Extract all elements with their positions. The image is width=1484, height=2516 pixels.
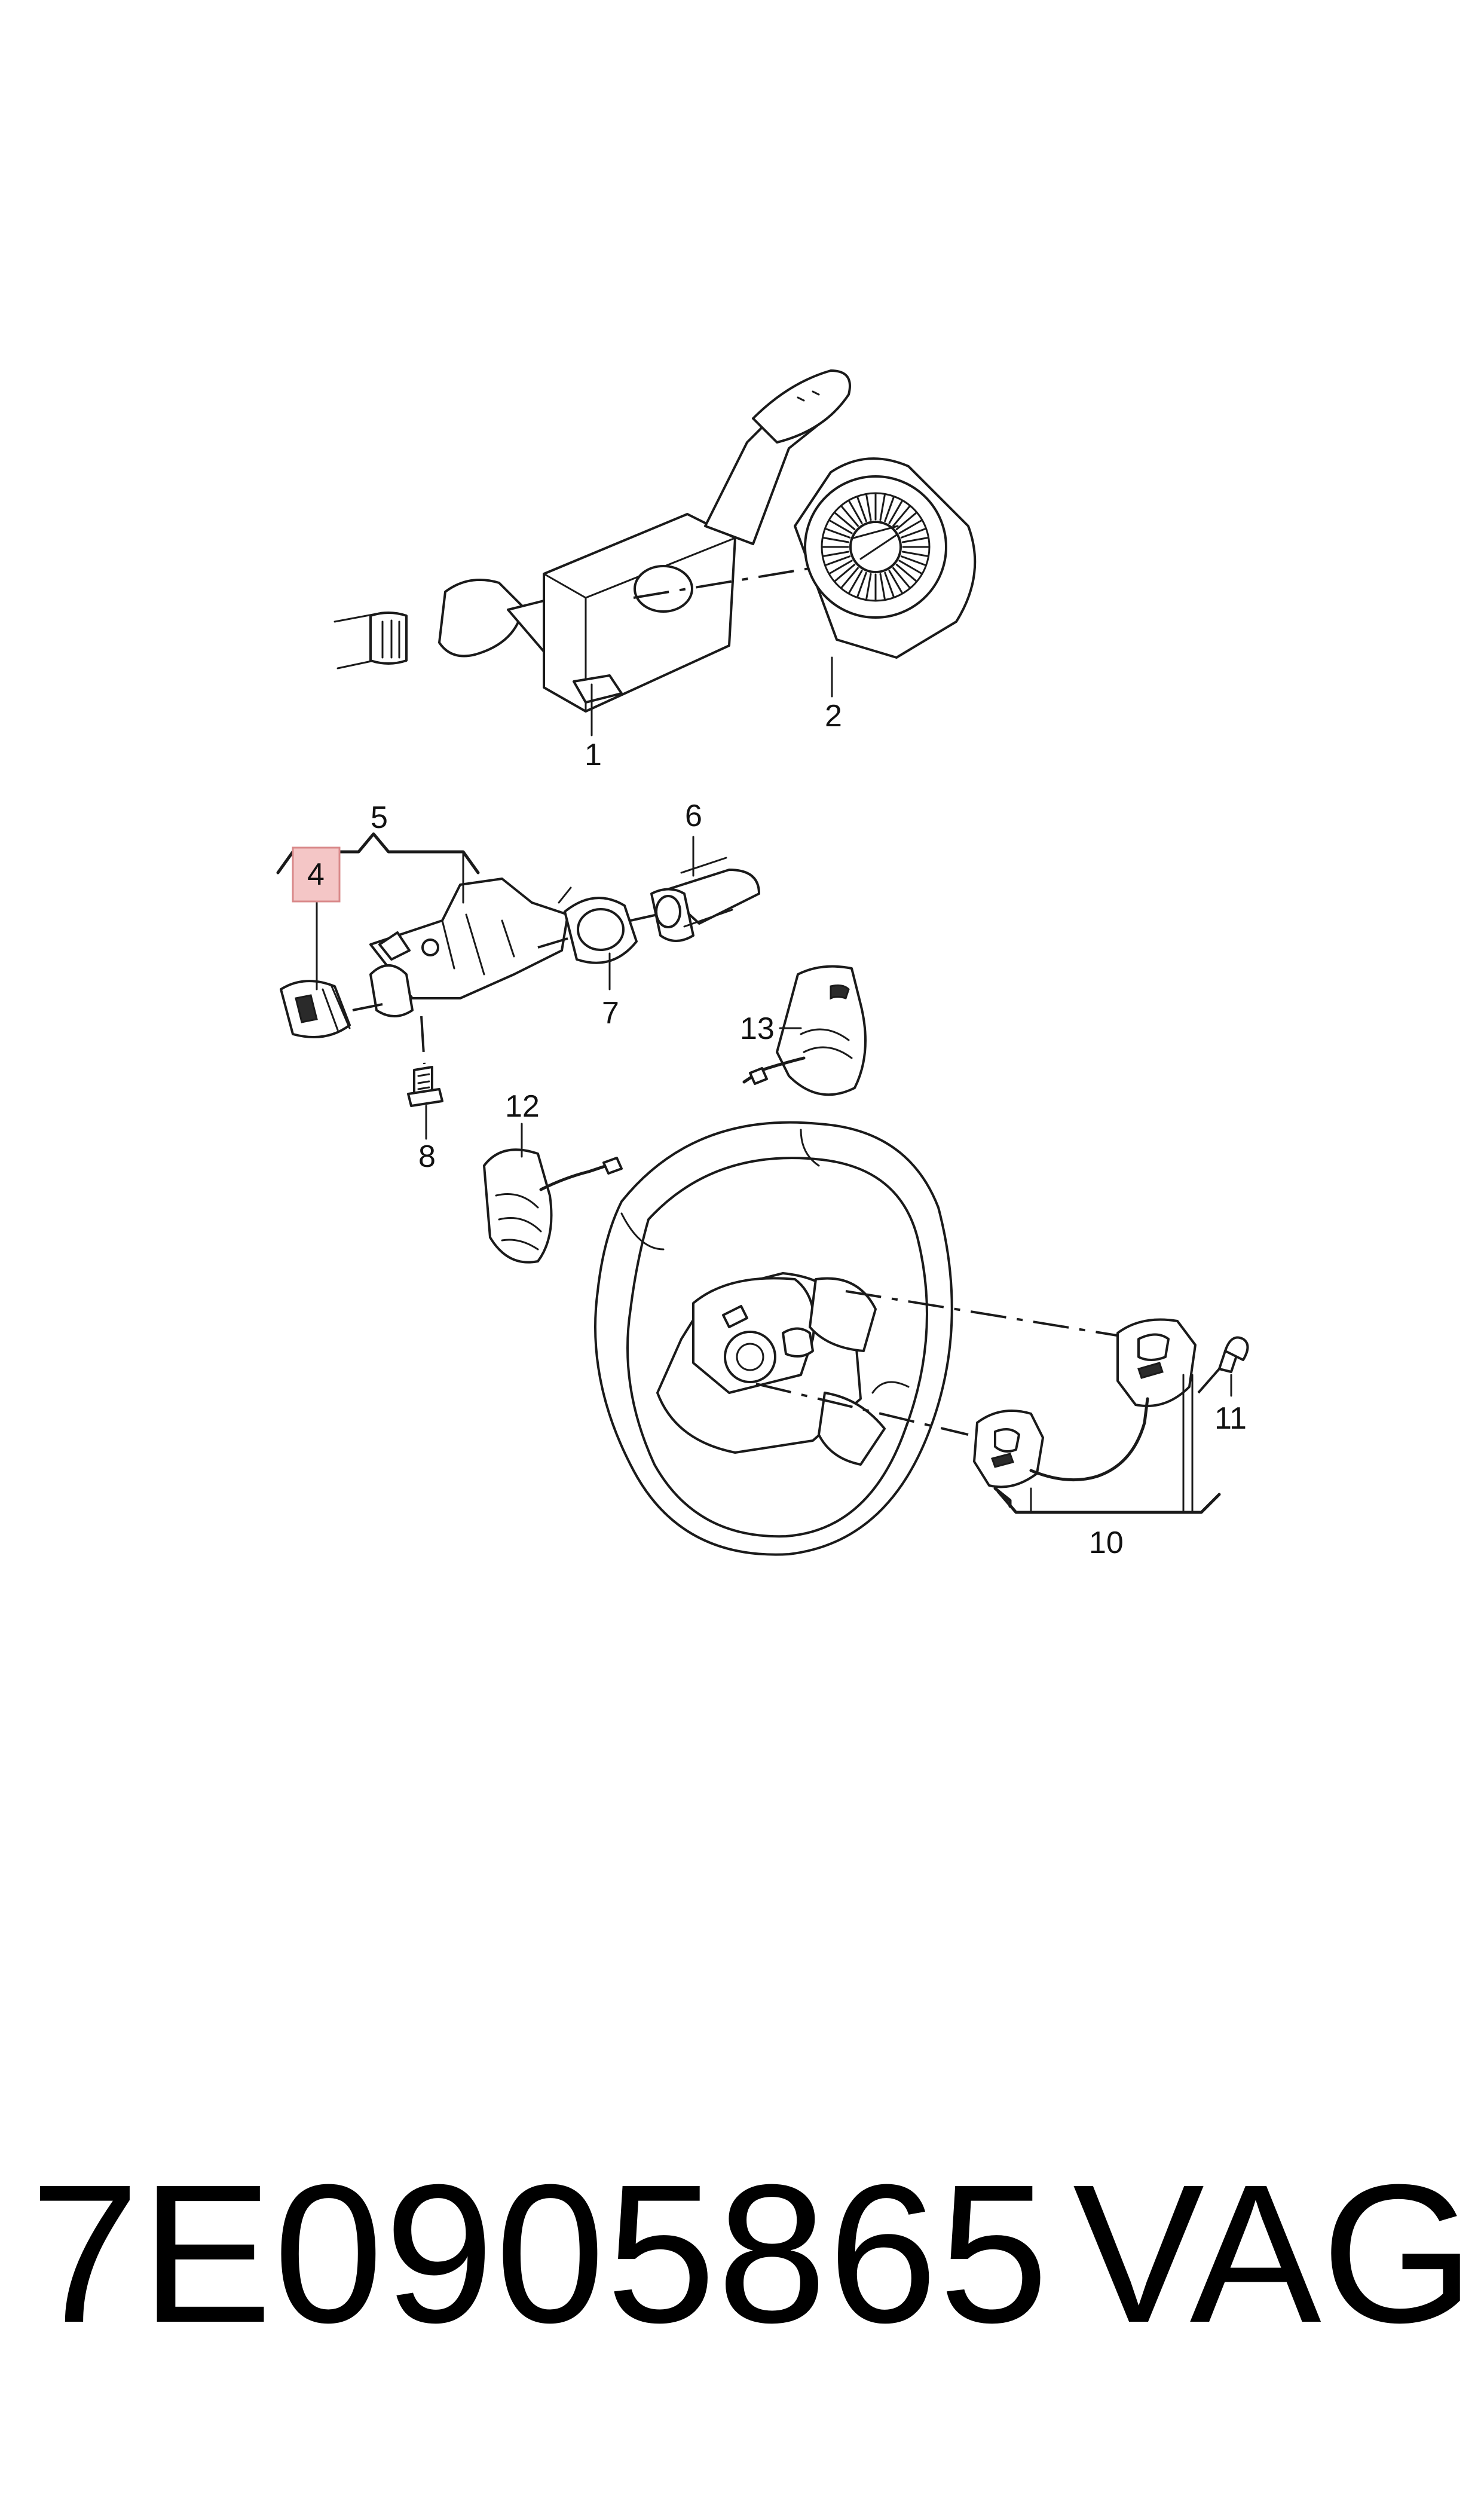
screw-drawing (407, 1016, 443, 1107)
clock-spring-spoke (898, 519, 922, 534)
combination-switch-drawing (333, 369, 851, 713)
highlight-box-4 (292, 846, 341, 903)
clock-spring-spoke (840, 506, 859, 527)
clock-spring-spoke (829, 560, 853, 574)
clock-spring-spoke (901, 551, 929, 557)
clock-spring-spoke (879, 573, 886, 600)
clock-spring-spoke (900, 528, 926, 539)
clock-spring-spoke (834, 512, 856, 530)
clock-spring-spoke (856, 571, 867, 598)
clock-spring-spoke (879, 494, 886, 521)
brand-name: VAG (1073, 2143, 1475, 2364)
clock-spring-spoke (898, 560, 922, 574)
callout-7: 7 (602, 996, 619, 1031)
callout-8: 8 (418, 1139, 436, 1174)
clock-spring-spoke (825, 555, 851, 566)
footer: 7E0905865 VAG (0, 2128, 1484, 2379)
clock-spring-spoke (829, 519, 853, 534)
clock-spring-spoke (884, 571, 895, 598)
callout-5: 5 (371, 800, 388, 835)
clock-spring-spoke (900, 555, 926, 566)
part-number: 7E0905865 (30, 2143, 1050, 2364)
leader-lines (316, 656, 1232, 1397)
paddle-switch-left-drawing (483, 1148, 623, 1264)
bolt-drawing (1197, 1336, 1249, 1394)
clock-spring-spoke (848, 570, 863, 594)
multifunction-buttons-drawing (973, 1318, 1221, 1514)
clock-spring-drawing (794, 457, 977, 659)
callout-12: 12 (505, 1089, 540, 1124)
clock-spring-spoke (848, 500, 863, 524)
callout-11: 11 (1214, 1401, 1247, 1436)
clock-spring-spoke (888, 500, 903, 524)
clock-spring-spoke (901, 537, 929, 543)
clock-spring-spoke (892, 506, 911, 527)
ignition-lock-drawing (276, 832, 569, 1038)
paddle-switch-right-drawing (742, 965, 867, 1096)
clock-spring-spoke (825, 528, 851, 539)
sleeve-drawing (630, 857, 760, 942)
clock-spring-spoke (822, 551, 850, 557)
clock-spring-spoke (834, 564, 856, 582)
callout-4: 4 (307, 857, 325, 892)
callout-2: 2 (825, 699, 842, 733)
clock-spring-spoke (865, 494, 872, 521)
clock-spring-spoke (888, 570, 903, 594)
spring-ring-drawing (558, 886, 638, 964)
clock-spring-spoke (892, 567, 911, 588)
callout-13: 13 (740, 1011, 775, 1046)
clock-spring-spoke (856, 496, 867, 522)
clock-spring-spoke (865, 573, 872, 600)
callout-10: 10 (1089, 1526, 1124, 1560)
clock-spring-spoke (840, 567, 859, 588)
clock-spring-spoke (884, 496, 895, 522)
steering-wheel-drawing (594, 1121, 1121, 1556)
clock-spring-spoke (895, 512, 917, 530)
clock-spring-spoke (822, 537, 850, 543)
callout-1: 1 (585, 738, 602, 772)
clock-spring-spoke (895, 564, 917, 582)
callout-6: 6 (685, 799, 702, 833)
